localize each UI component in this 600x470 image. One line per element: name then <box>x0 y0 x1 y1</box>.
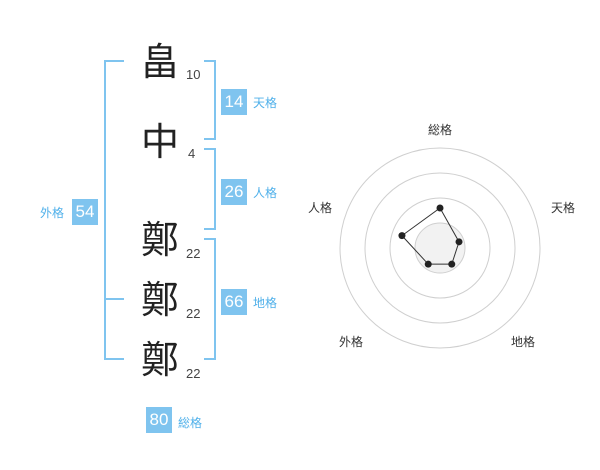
gaikaku-label: 外格 <box>40 206 65 220</box>
tenkaku-bracket <box>204 60 216 140</box>
radar-point-5 <box>398 232 406 240</box>
tenkaku-label: 天格 <box>253 96 278 110</box>
stroke-count-3: 22 <box>186 246 201 261</box>
jinkaku-label: 人格 <box>253 186 278 200</box>
chikaku-value: 66 <box>221 289 247 315</box>
stroke-count-5: 22 <box>186 366 201 381</box>
name-char-4: 鄭 <box>140 278 179 322</box>
radar-ring-2 <box>389 197 491 299</box>
radar-series-polygon <box>401 207 460 265</box>
stroke-count-4: 22 <box>186 306 201 321</box>
radar-axis-label-jinkaku: 人格 <box>308 201 333 215</box>
radar-axis-label-chikaku: 地格 <box>511 335 536 349</box>
name-char-3: 鄭 <box>140 218 179 262</box>
chikaku-bracket <box>204 238 216 360</box>
soukaku-value: 80 <box>146 407 172 433</box>
name-char-2: 中 <box>140 120 179 164</box>
radar-point-3 <box>448 260 456 268</box>
radar-point-1 <box>436 204 444 212</box>
soukaku-label: 総格 <box>178 416 203 430</box>
radar-axis-label-soukaku: 総格 <box>428 123 453 137</box>
jinkaku-value: 26 <box>221 179 247 205</box>
stroke-count-1: 10 <box>186 67 201 82</box>
radar-axis-label-tenkaku: 天格 <box>551 201 576 215</box>
radar-axis-label-gaikaku: 外格 <box>339 335 364 349</box>
tenkaku-value: 14 <box>221 89 247 115</box>
name-char-5: 鄭 <box>140 338 179 382</box>
name-char-1: 畠 <box>140 40 179 84</box>
stroke-count-2: 4 <box>188 146 196 161</box>
gaikaku-value: 54 <box>72 199 98 225</box>
radar-point-4 <box>424 260 432 268</box>
radar-point-2 <box>455 238 463 246</box>
gaikaku-bracket-divider <box>104 298 124 300</box>
gaikaku-bracket <box>104 60 124 360</box>
chikaku-label: 地格 <box>253 296 278 310</box>
radar-ring-3 <box>364 172 516 324</box>
radar-ring-4 <box>339 147 541 349</box>
jinkaku-bracket <box>204 148 216 230</box>
